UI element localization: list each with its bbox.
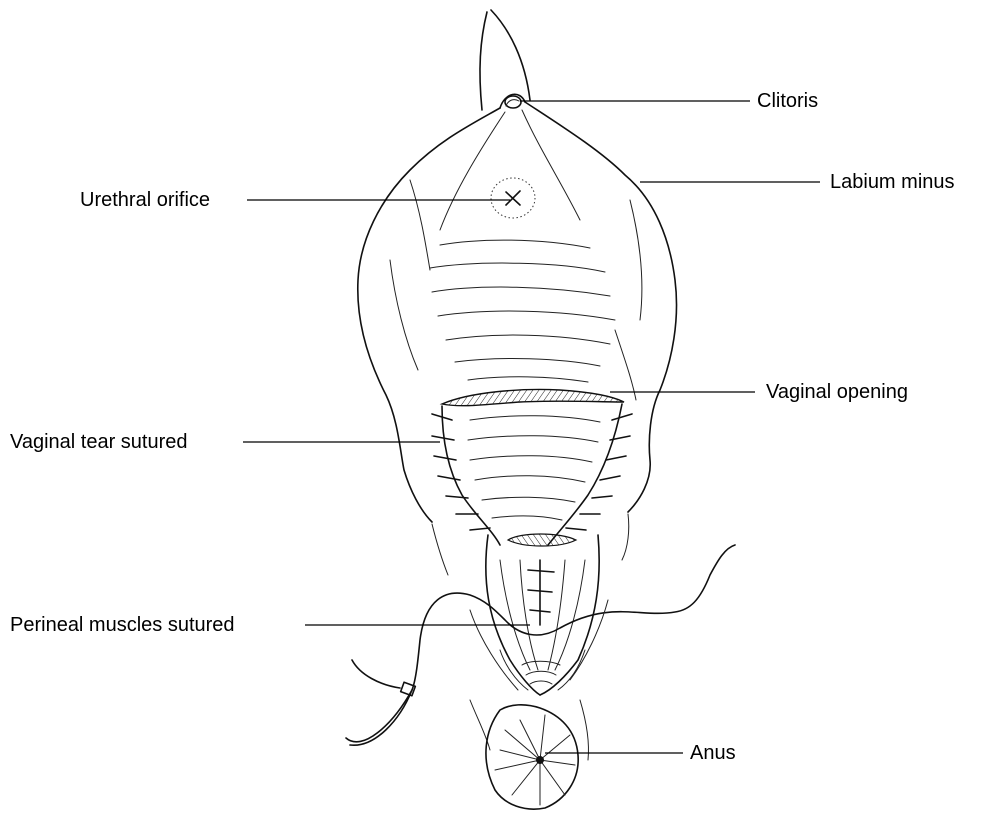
prepuce xyxy=(480,10,530,110)
label-vaginal-opening: Vaginal opening xyxy=(766,382,908,402)
label-perineal-muscles-sutured: Perineal muscles sutured xyxy=(10,615,235,635)
label-clitoris: Clitoris xyxy=(757,91,818,111)
label-labium-minus: Labium minus xyxy=(830,172,955,192)
vestibule-texture xyxy=(430,240,615,382)
anus-drawing xyxy=(486,705,578,809)
urethral-orifice-drawing xyxy=(491,178,535,218)
label-urethral-orifice: Urethral orifice xyxy=(80,190,210,210)
label-anus: Anus xyxy=(690,743,736,763)
label-vaginal-tear-sutured: Vaginal tear sutured xyxy=(10,432,188,452)
suture-stitches-left xyxy=(432,414,490,530)
suture-stitches-right xyxy=(566,414,632,530)
vaginal-opening-drawing xyxy=(442,390,624,406)
labia-outline xyxy=(358,102,677,522)
vaginal-tear-repair xyxy=(432,404,632,545)
